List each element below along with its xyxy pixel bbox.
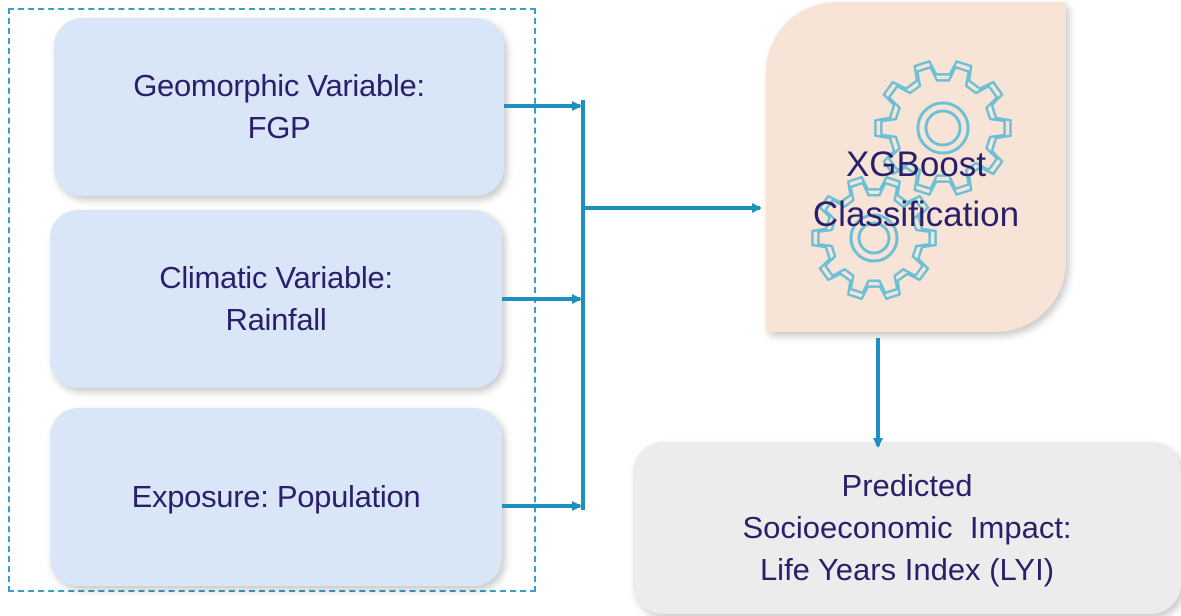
- geomorphic-variable-value: FGP: [247, 110, 311, 145]
- gear-big-outline: [880, 65, 1006, 191]
- model-name: XGBoost: [845, 145, 987, 184]
- gear-small-outline: [811, 175, 937, 301]
- geomorphic-variable-label: Geomorphic Variable:: [133, 68, 425, 103]
- gear-big-hub: [916, 101, 970, 155]
- output-line-3: Life Years Index (LYI): [759, 552, 1055, 587]
- gear-small-hub: [849, 213, 899, 263]
- exposure-variable-box: Exposure: Population: [50, 408, 502, 586]
- predicted-impact-box: Predicted Socioeconomic Impact: Life Yea…: [633, 442, 1181, 614]
- gear-big-hub: [924, 109, 962, 147]
- climatic-variable-value: Rainfall: [225, 302, 327, 337]
- gear-small-hub: [857, 221, 891, 255]
- exposure-variable-label: Exposure: Population: [131, 479, 421, 514]
- climatic-variable-box: Climatic Variable: Rainfall: [50, 210, 502, 388]
- output-line-1: Predicted: [841, 468, 973, 503]
- gears-icon: [811, 60, 1012, 301]
- climatic-variable-label: Climatic Variable:: [159, 260, 393, 295]
- output-line-2: Socioeconomic Impact:: [742, 510, 1072, 545]
- xgboost-classification-box: XGBoost Classification: [766, 2, 1066, 332]
- model-task: Classification: [812, 195, 1020, 234]
- gear-big-outline: [874, 60, 1012, 196]
- gear-small-outline: [817, 181, 931, 295]
- geomorphic-variable-box: Geomorphic Variable: FGP: [54, 18, 504, 196]
